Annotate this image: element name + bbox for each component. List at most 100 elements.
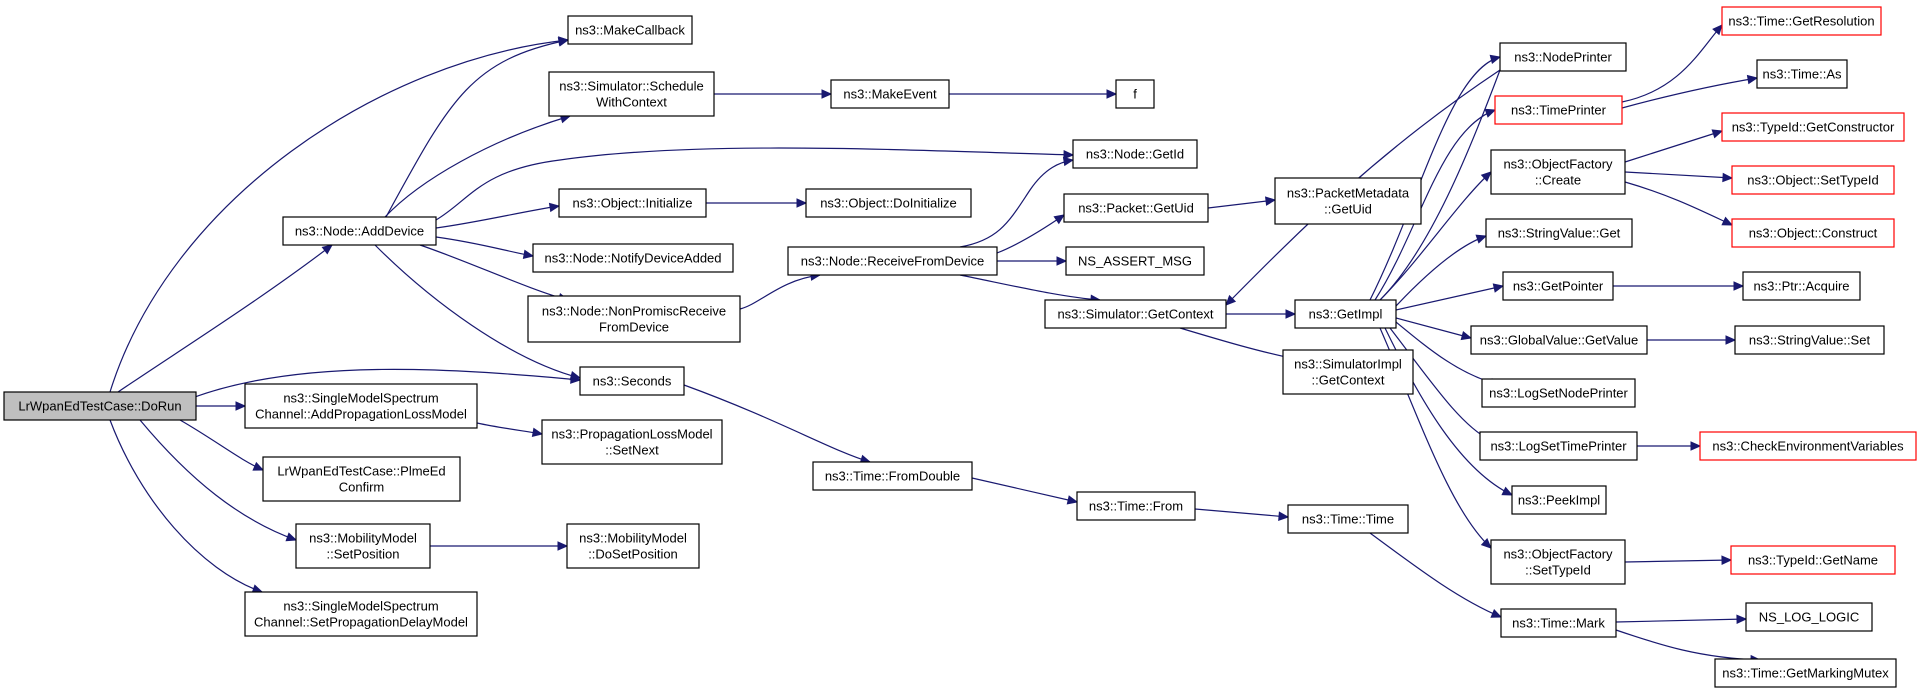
node-label: ns3::SingleModelSpectrum [283,391,438,406]
node-objDoInit[interactable]: ns3::Object::DoInitialize [805,188,972,218]
arrowhead-nsAssert [1056,256,1068,266]
node-notifyDev[interactable]: ns3::Node::NotifyDeviceAdded [532,243,734,273]
node-box [1731,165,1895,195]
arrowhead-typeIdGetCtor [1711,129,1724,139]
node-strValGet[interactable]: ns3::StringValue::Get [1485,218,1633,248]
node-timeMark[interactable]: ns3::Time::Mark [1500,608,1617,638]
node-setPropDelay[interactable]: ns3::SingleModelSpectrumChannel::SetProp… [244,591,478,637]
node-label: ns3::ObjectFactory [1503,157,1613,172]
node-addProp[interactable]: ns3::SingleModelSpectrumChannel::AddProp… [244,383,478,429]
node-box [1490,539,1626,585]
node-makeCallback[interactable]: ns3::MakeCallback [567,15,693,45]
node-simGetCtx[interactable]: ns3::Simulator::GetContext [1044,299,1227,329]
node-timeFromDouble[interactable]: ns3::Time::FromDouble [812,461,973,491]
node-label: LrWpanEdTestCase::PlmeEd [277,464,445,479]
edge-timeMark-to-nsLogLogic [1615,618,1747,623]
node-f[interactable]: f [1115,79,1155,109]
edge-addDevice-to-notifyDev [435,236,534,257]
edge-addProp-to-propSetNext [476,422,543,435]
node-label: ::SetNext [605,443,659,458]
node-logSetTimePrinter[interactable]: ns3::LogSetTimePrinter [1479,431,1638,461]
edge-timeFromDouble-to-timeFrom [971,477,1078,503]
node-makeEvent[interactable]: ns3::MakeEvent [830,79,950,109]
node-box [1699,431,1917,461]
node-box [830,79,950,109]
node-strValSet[interactable]: ns3::StringValue::Set [1734,325,1885,355]
arrowhead-timeAs [1746,74,1759,85]
node-recvFromDev[interactable]: ns3::Node::ReceiveFromDevice [787,246,998,276]
node-typeIdGetName[interactable]: ns3::TypeId::GetName [1730,545,1896,575]
edge-pktGetUid-to-pktMetaGetUid [1207,199,1276,209]
node-pktGetUid[interactable]: ns3::Packet::GetUid [1063,193,1209,223]
node-peekImpl[interactable]: ns3::PeekImpl [1511,485,1607,515]
node-box [282,216,437,246]
node-timeGetRes[interactable]: ns3::Time::GetResolution [1721,6,1882,36]
node-label: ns3::LogSetTimePrinter [1490,439,1627,454]
node-seconds[interactable]: ns3::Seconds [579,366,685,396]
node-checkEnv[interactable]: ns3::CheckEnvironmentVariables [1699,431,1917,461]
node-label: WithContext [596,95,667,110]
node-objFactSetTypeId[interactable]: ns3::ObjectFactory::SetTypeId [1490,539,1626,585]
node-globalGetValue[interactable]: ns3::GlobalValue::GetValue [1470,325,1648,355]
arrowhead-objFactSetTypeId [1480,538,1492,549]
edge-timeFrom-to-timeTime [1194,508,1289,518]
node-propSetNext[interactable]: ns3::PropagationLossModel::SetNext [541,419,723,465]
node-label: ns3::MakeEvent [843,87,937,102]
node-box [1714,658,1897,688]
node-box [567,15,693,45]
node-box [1287,504,1409,534]
edge-getImpl-to-globalGetValue [1395,317,1472,339]
node-label: ns3::Time::GetResolution [1728,14,1874,29]
node-nodeGetId[interactable]: ns3::Node::GetId [1072,139,1198,169]
node-mobDoSet[interactable]: ns3::MobilityModel::DoSetPosition [566,523,700,569]
node-timePrinter[interactable]: ns3::TimePrinter [1494,95,1623,125]
node-objSetTypeId[interactable]: ns3::Object::SetTypeId [1731,165,1895,195]
arrowhead-nodePrinter [1489,54,1502,65]
node-timeGetMarkMutex[interactable]: ns3::Time::GetMarkingMutex [1714,658,1897,688]
node-box [1479,431,1638,461]
node-nsAssert[interactable]: NS_ASSERT_MSG [1065,246,1205,276]
node-timeAs[interactable]: ns3::Time::As [1756,59,1848,89]
node-timeFrom[interactable]: ns3::Time::From [1076,491,1196,521]
arrowhead-makeEvent [821,89,833,99]
node-typeIdGetCtor[interactable]: ns3::TypeId::GetConstructor [1721,112,1905,142]
edge-addDevice-to-seconds [374,244,581,379]
arrowhead-addProp [235,401,247,411]
node-getPointer[interactable]: ns3::GetPointer [1502,271,1614,301]
node-label: ::SetTypeId [1525,563,1591,578]
edge-getImpl-to-timePrinter [1374,109,1496,301]
node-nsLogLogic[interactable]: NS_LOG_LOGIC [1745,602,1873,632]
node-box [532,243,734,273]
node-logSetNodePrinter[interactable]: ns3::LogSetNodePrinter [1481,378,1636,408]
arrowhead-typeIdGetName [1721,555,1733,565]
node-label: ::SetPosition [327,547,400,562]
arrowhead-timePrinter [1484,108,1497,118]
call-edges [109,24,1762,665]
node-objInit[interactable]: ns3::Object::Initialize [558,188,707,218]
node-timeTime[interactable]: ns3::Time::Time [1287,504,1409,534]
node-label: ns3::Node::AddDevice [295,224,424,239]
node-pktMetaGetUid[interactable]: ns3::PacketMetadata::GetUid [1274,177,1422,225]
node-simImplGetCtx[interactable]: ns3::SimulatorImpl::GetContext [1282,349,1414,395]
node-root[interactable]: LrWpanEdTestCase::DoRun [3,391,197,421]
arrowhead-checkEnv [1690,441,1702,451]
node-objFactCreate[interactable]: ns3::ObjectFactory::Create [1490,149,1626,195]
node-label: ns3::Time::Time [1302,512,1394,527]
arrowhead-strValSet [1725,335,1737,345]
node-objConstruct[interactable]: ns3::Object::Construct [1731,218,1895,248]
node-nodePrinter[interactable]: ns3::NodePrinter [1499,42,1627,72]
node-box [1282,349,1414,395]
arrowhead-objInit [548,202,561,213]
node-addDevice[interactable]: ns3::Node::AddDevice [282,216,437,246]
node-label: ns3::Ptr::Acquire [1753,279,1849,294]
arrowhead-mobDoSet [557,541,569,551]
node-box [1502,271,1614,301]
edge-getImpl-to-getPointer [1395,285,1504,311]
node-box [527,295,741,343]
node-getImpl[interactable]: ns3::GetImpl [1294,299,1397,329]
node-mobSet[interactable]: ns3::MobilityModel::SetPosition [295,523,431,569]
node-ptrAcquire[interactable]: ns3::Ptr::Acquire [1742,271,1861,301]
